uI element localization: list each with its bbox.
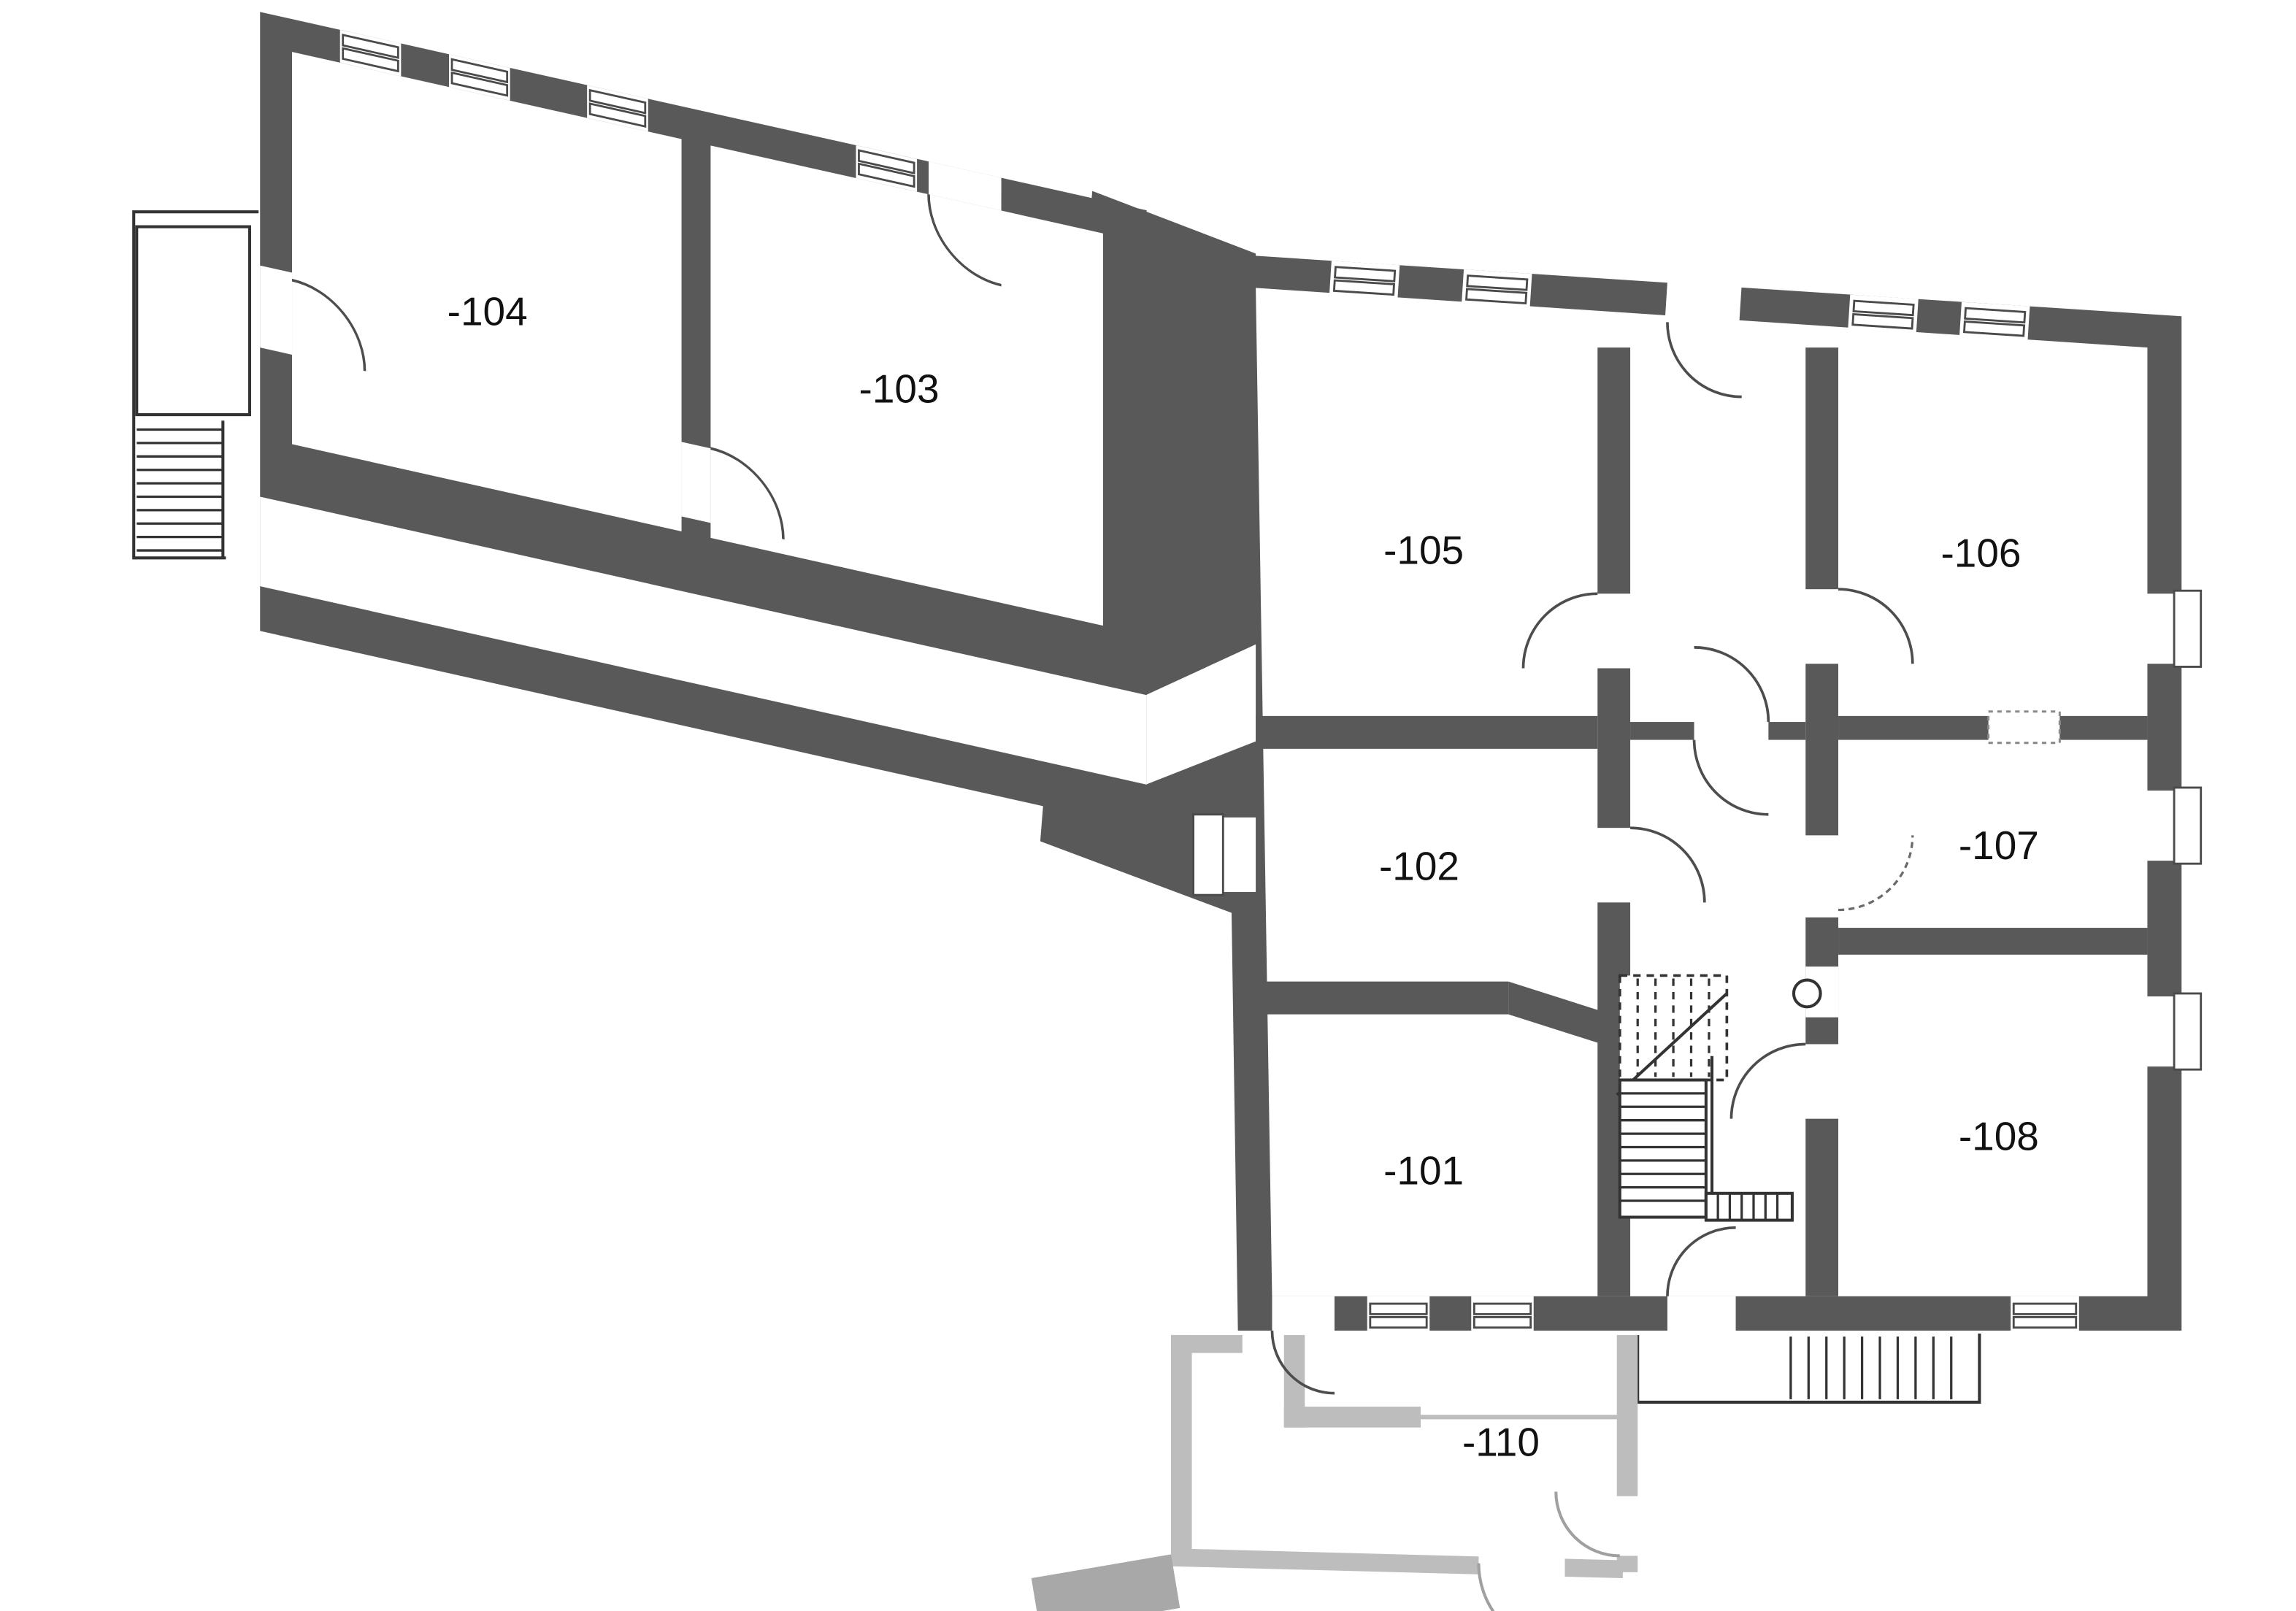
window	[587, 85, 648, 132]
window	[339, 29, 402, 77]
window	[2143, 786, 2203, 865]
column-niche	[1792, 966, 1839, 1018]
door-arc	[1694, 646, 1770, 723]
annex-wall-left	[1171, 1334, 1192, 1559]
door-arc	[1838, 588, 1914, 664]
interior-wall	[1805, 1118, 1839, 1296]
interior-wall	[1805, 347, 1839, 590]
stairs-landing-steps	[1704, 1191, 1794, 1222]
south-annex	[1031, 1330, 1641, 1611]
door-arc	[1270, 1330, 1335, 1395]
stairs-upper-flight-dashed	[1618, 974, 1729, 1082]
room-label--108: -108	[1959, 1113, 2039, 1158]
door-opening	[1667, 1296, 1736, 1332]
door-arc	[1692, 739, 1769, 816]
door-arc	[1521, 592, 1598, 669]
exterior-stairs-west	[132, 210, 259, 560]
door-opening	[681, 442, 711, 523]
room-104-area	[292, 52, 682, 531]
window	[1461, 269, 1532, 310]
window	[1192, 813, 1256, 896]
window	[1471, 1296, 1534, 1332]
door-arc	[927, 193, 1002, 287]
interior-wall	[1768, 722, 1806, 740]
door-arc	[1729, 1042, 1806, 1119]
door-opening	[929, 161, 1002, 211]
door-opening	[260, 265, 293, 355]
window	[1848, 294, 1919, 335]
door-arc	[1666, 322, 1742, 399]
interior-wall	[1256, 715, 1598, 749]
stairs-break-line	[1616, 992, 1728, 1096]
corridor-passage	[1145, 644, 1256, 785]
door-opening	[1613, 1496, 1641, 1556]
room-label--110: -110	[1462, 1419, 1540, 1464]
north-west-wing	[260, 12, 1147, 830]
window	[1959, 301, 2030, 342]
room-label--103: -103	[859, 366, 940, 412]
interior-wall	[1838, 928, 2148, 955]
room-label--106: -106	[1940, 530, 2021, 575]
door-arc	[1554, 1491, 1620, 1558]
window	[449, 54, 510, 101]
annex-interior-wall	[1283, 1407, 1421, 1428]
door-arc	[1838, 835, 1914, 912]
wing-corridor	[260, 496, 1147, 785]
door-opening	[1272, 1296, 1335, 1332]
door-opening	[1665, 282, 1742, 325]
door-arc	[1477, 1563, 1495, 1611]
interior-wall	[1630, 722, 1694, 740]
door-arc	[292, 278, 366, 372]
interior-wall	[1805, 664, 1839, 836]
window	[1329, 261, 1400, 301]
interior-wall	[1256, 981, 1509, 1015]
window	[1367, 1296, 1430, 1332]
interior-wall	[1597, 347, 1631, 594]
chimney-block	[1031, 1554, 1180, 1611]
room-label--102: -102	[1379, 844, 1459, 889]
window	[856, 145, 918, 192]
door-arc	[1666, 1226, 1736, 1296]
door-arc	[710, 447, 785, 540]
door-arc	[1630, 826, 1706, 903]
door-opening	[1478, 1548, 1565, 1582]
stairs-lower-flight	[1618, 1078, 1708, 1219]
window	[2143, 992, 2203, 1071]
annex-wall-right	[1616, 1334, 1638, 1499]
exterior-stairs-south	[1636, 1333, 1981, 1404]
room-label--105: -105	[1383, 527, 1464, 572]
window	[2143, 589, 2203, 668]
room-103-area	[710, 145, 1103, 626]
annex-wall-top-stub	[1171, 1334, 1243, 1353]
dashed-opening	[1987, 710, 2061, 745]
interior-wall-slanted	[1508, 981, 1631, 1053]
room-label--104: -104	[448, 288, 528, 334]
interior-wall	[1597, 668, 1631, 828]
room-label--101: -101	[1383, 1147, 1464, 1193]
column-circle	[1792, 978, 1822, 1009]
room-label--107: -107	[1959, 823, 2039, 868]
window	[2011, 1296, 2079, 1332]
